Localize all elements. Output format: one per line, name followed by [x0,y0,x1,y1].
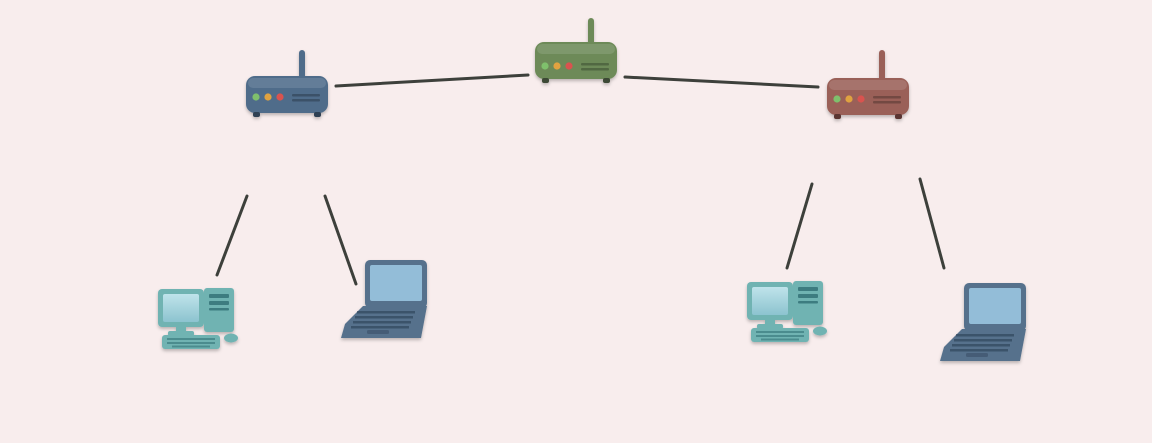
laptop-right [940,283,1026,361]
link-router-left-laptop-left [323,194,358,286]
led-green [541,62,549,70]
laptop-icon [940,283,1026,361]
router-right [827,50,909,119]
desktop-mouse [224,333,238,343]
link-router-center-router-right [623,75,820,89]
led-green [833,95,841,103]
router-antenna [588,18,594,46]
led-yellow [553,62,561,70]
router-antenna [299,50,305,80]
desktop-computer-icon [747,281,827,342]
router-icon [246,50,328,117]
desktop-computer-icon [158,288,238,349]
connection-lines [215,73,946,286]
desktop-mouse [813,326,827,336]
led-red [565,62,573,70]
led-red [857,95,865,103]
link-router-right-desktop-right [785,182,814,270]
led-yellow [845,95,853,103]
link-router-left-router-center [334,73,530,88]
router-center [535,18,617,83]
router-icon [827,50,909,119]
laptop-left [341,260,427,338]
desktop-left [158,288,238,349]
router-icon [535,18,617,83]
led-green [252,93,260,101]
desktop-right [747,281,827,342]
led-red [276,93,284,101]
link-router-left-desktop-left [215,194,249,277]
router-left [246,50,328,117]
router-antenna [879,50,885,82]
link-router-right-laptop-right [918,177,946,270]
laptop-icon [341,260,427,338]
led-yellow [264,93,272,101]
